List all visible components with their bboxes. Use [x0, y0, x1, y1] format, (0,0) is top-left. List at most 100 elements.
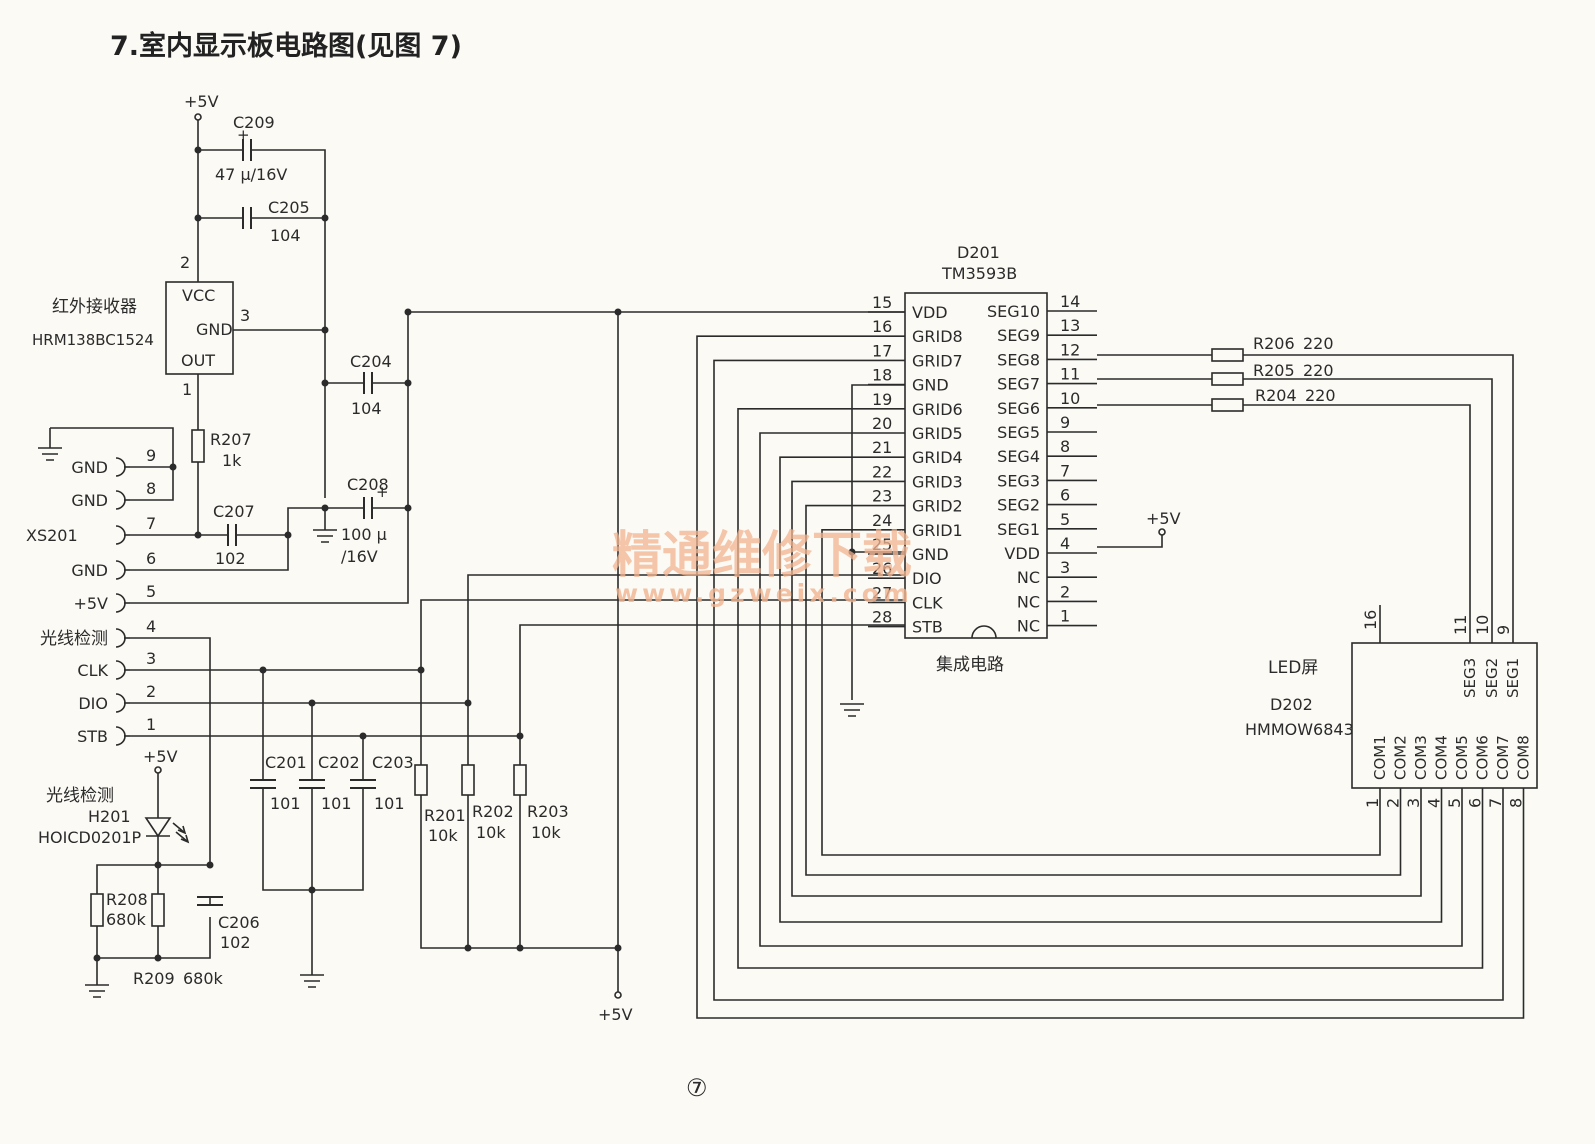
led-body: [1351, 642, 1538, 789]
ic-right-pin-number: 7: [1060, 461, 1070, 480]
ic-right-pin-name: SEG9: [997, 326, 1040, 345]
r207-ref: R207: [210, 430, 252, 449]
grid-com-wire: [779, 456, 1443, 923]
connector-pin-contact: [115, 490, 126, 510]
led-bottom-pin-number: 8: [1507, 798, 1526, 808]
vcc-sensor-terminal: [154, 766, 162, 774]
connector-pin-label: STB: [77, 727, 108, 746]
power-filter-section: +5V + C209 47 μ/16V C205 104 VCC GND OUT…: [32, 92, 412, 571]
grid-com-wire: [696, 335, 1525, 1019]
c203-value: 101: [374, 794, 405, 813]
c208-ref: C208: [347, 475, 389, 494]
ic-left-pin-name: STB: [912, 618, 943, 637]
ic-left-pin-number: 22: [872, 462, 892, 481]
led-bottom-pin-name: COM2: [1392, 735, 1410, 780]
c203-ref: C203: [372, 753, 414, 772]
r209-ref: R209: [133, 969, 175, 988]
connector-pin-label: GND: [71, 561, 108, 580]
ir-pin-out: 1: [182, 380, 192, 399]
connector-pin-contact: [115, 560, 126, 580]
ic-left-pin-number: 15: [872, 293, 892, 312]
ic-right-pin-name: NC: [1017, 617, 1040, 636]
c204-value: 104: [351, 399, 382, 418]
ic-left-pin-number: 28: [872, 608, 892, 627]
ground-symbol: [300, 974, 324, 988]
c202-ref: C202: [318, 753, 360, 772]
connector-pin-number: 3: [146, 649, 156, 668]
r208-value: 680k: [106, 910, 147, 929]
r204-value: 220: [1305, 386, 1336, 405]
ir-receiver-part: HRM138BC1524: [32, 331, 154, 349]
ic-d201: D201 TM3593B 集成电路 15VDD16GRID817GRID718G…: [840, 243, 1181, 717]
grid-com-wire: [791, 480, 1422, 897]
ic-body: [904, 292, 1048, 639]
ic-left-pin-name: GRID8: [912, 327, 963, 346]
ground-symbol: [313, 529, 337, 543]
ic-right-pin-name: NC: [1017, 568, 1040, 587]
ic-right-pin-number: 2: [1060, 582, 1070, 601]
ic-right-pin-name: VDD: [1004, 544, 1040, 563]
ic-left-pin-name: GRID5: [912, 424, 963, 443]
led-bottom-pin-number: 1: [1363, 798, 1382, 808]
c209-plus: +: [237, 126, 250, 144]
connector-pin-contact: [115, 457, 126, 477]
r202-ref: R202: [472, 802, 514, 821]
c209-ref: C209: [233, 113, 275, 132]
connector-pin-contact: [115, 660, 126, 680]
led-top-pin-number: 16: [1361, 610, 1380, 630]
c201-ref: C201: [265, 753, 307, 772]
connector-pin-number: 9: [146, 446, 156, 465]
connector-pin-number: 1: [146, 715, 156, 734]
c208-value2: /16V: [341, 547, 378, 566]
ic-left-pin-name: VDD: [912, 303, 948, 322]
r203-ref: R203: [527, 802, 569, 821]
c208-plus: +: [376, 483, 389, 501]
ic-right-pin-number: 1: [1060, 607, 1070, 626]
led-bottom-pin-name: COM7: [1494, 735, 1512, 780]
ic-left-pin-number: 21: [872, 438, 892, 457]
ic-left-pin-name: GRID1: [912, 521, 963, 540]
led-top-pin-number: 11: [1451, 615, 1470, 635]
connector-pin-contact: [115, 726, 126, 746]
ic-right-pin-number: 9: [1060, 413, 1070, 432]
ic-right-pin-number: 5: [1060, 510, 1070, 529]
connector-pin-label: 光线检测: [40, 629, 108, 649]
ic-right-pin-number: 10: [1060, 389, 1080, 408]
ic-left-pin-name: CLK: [912, 593, 943, 612]
c207-value: 102: [215, 549, 246, 568]
r204-symbol: [1211, 398, 1244, 412]
led-top-pin-name: SEG3: [1461, 658, 1479, 698]
ic-right-pin-name: NC: [1017, 592, 1040, 611]
ic-part: TM3593B: [941, 264, 1017, 283]
watermark-name: 精通维修下载: [612, 525, 912, 584]
ir-receiver-name: 红外接收器: [52, 297, 137, 317]
sensor-part: HOICD0201P: [38, 828, 142, 847]
ic-left-pin-name: GRID6: [912, 400, 963, 419]
ir-out-label: OUT: [181, 351, 215, 370]
led-bottom-pin-number: 7: [1486, 798, 1505, 808]
ir-pin-vcc: 2: [180, 253, 190, 272]
c203-symbol: [350, 779, 376, 789]
led-bottom-pin-number: 4: [1425, 798, 1444, 808]
ic-left-pin-number: 20: [872, 414, 892, 433]
c209-value: 47 μ/16V: [215, 165, 287, 184]
ic-right-pin-name: SEG3: [997, 471, 1040, 490]
ic-left-pin-number: 19: [872, 390, 892, 409]
grid-com-wire: [713, 359, 1504, 1001]
vcc-ic-terminal: [1158, 528, 1166, 536]
ic-right-pin-number: 12: [1060, 340, 1080, 359]
ic-left-pin-number: 26: [872, 559, 892, 578]
connector-pin-number: 4: [146, 617, 156, 636]
led-bottom-pin-number: 2: [1384, 798, 1403, 808]
ic-left-pin-name: GRID3: [912, 472, 963, 491]
led-name: LED屏: [1268, 658, 1318, 678]
r203-value: 10k: [531, 823, 561, 842]
page-title: 7.室内显示板电路图(见图 7): [110, 30, 462, 62]
ground-symbol: [840, 703, 864, 717]
ir-vcc-label: VCC: [182, 286, 215, 305]
page-number: ⑦: [686, 1074, 708, 1102]
ic-left-pin-number: 18: [872, 366, 892, 385]
ic-left-pin-name: GND: [912, 376, 949, 395]
r201-symbol: [414, 764, 428, 796]
